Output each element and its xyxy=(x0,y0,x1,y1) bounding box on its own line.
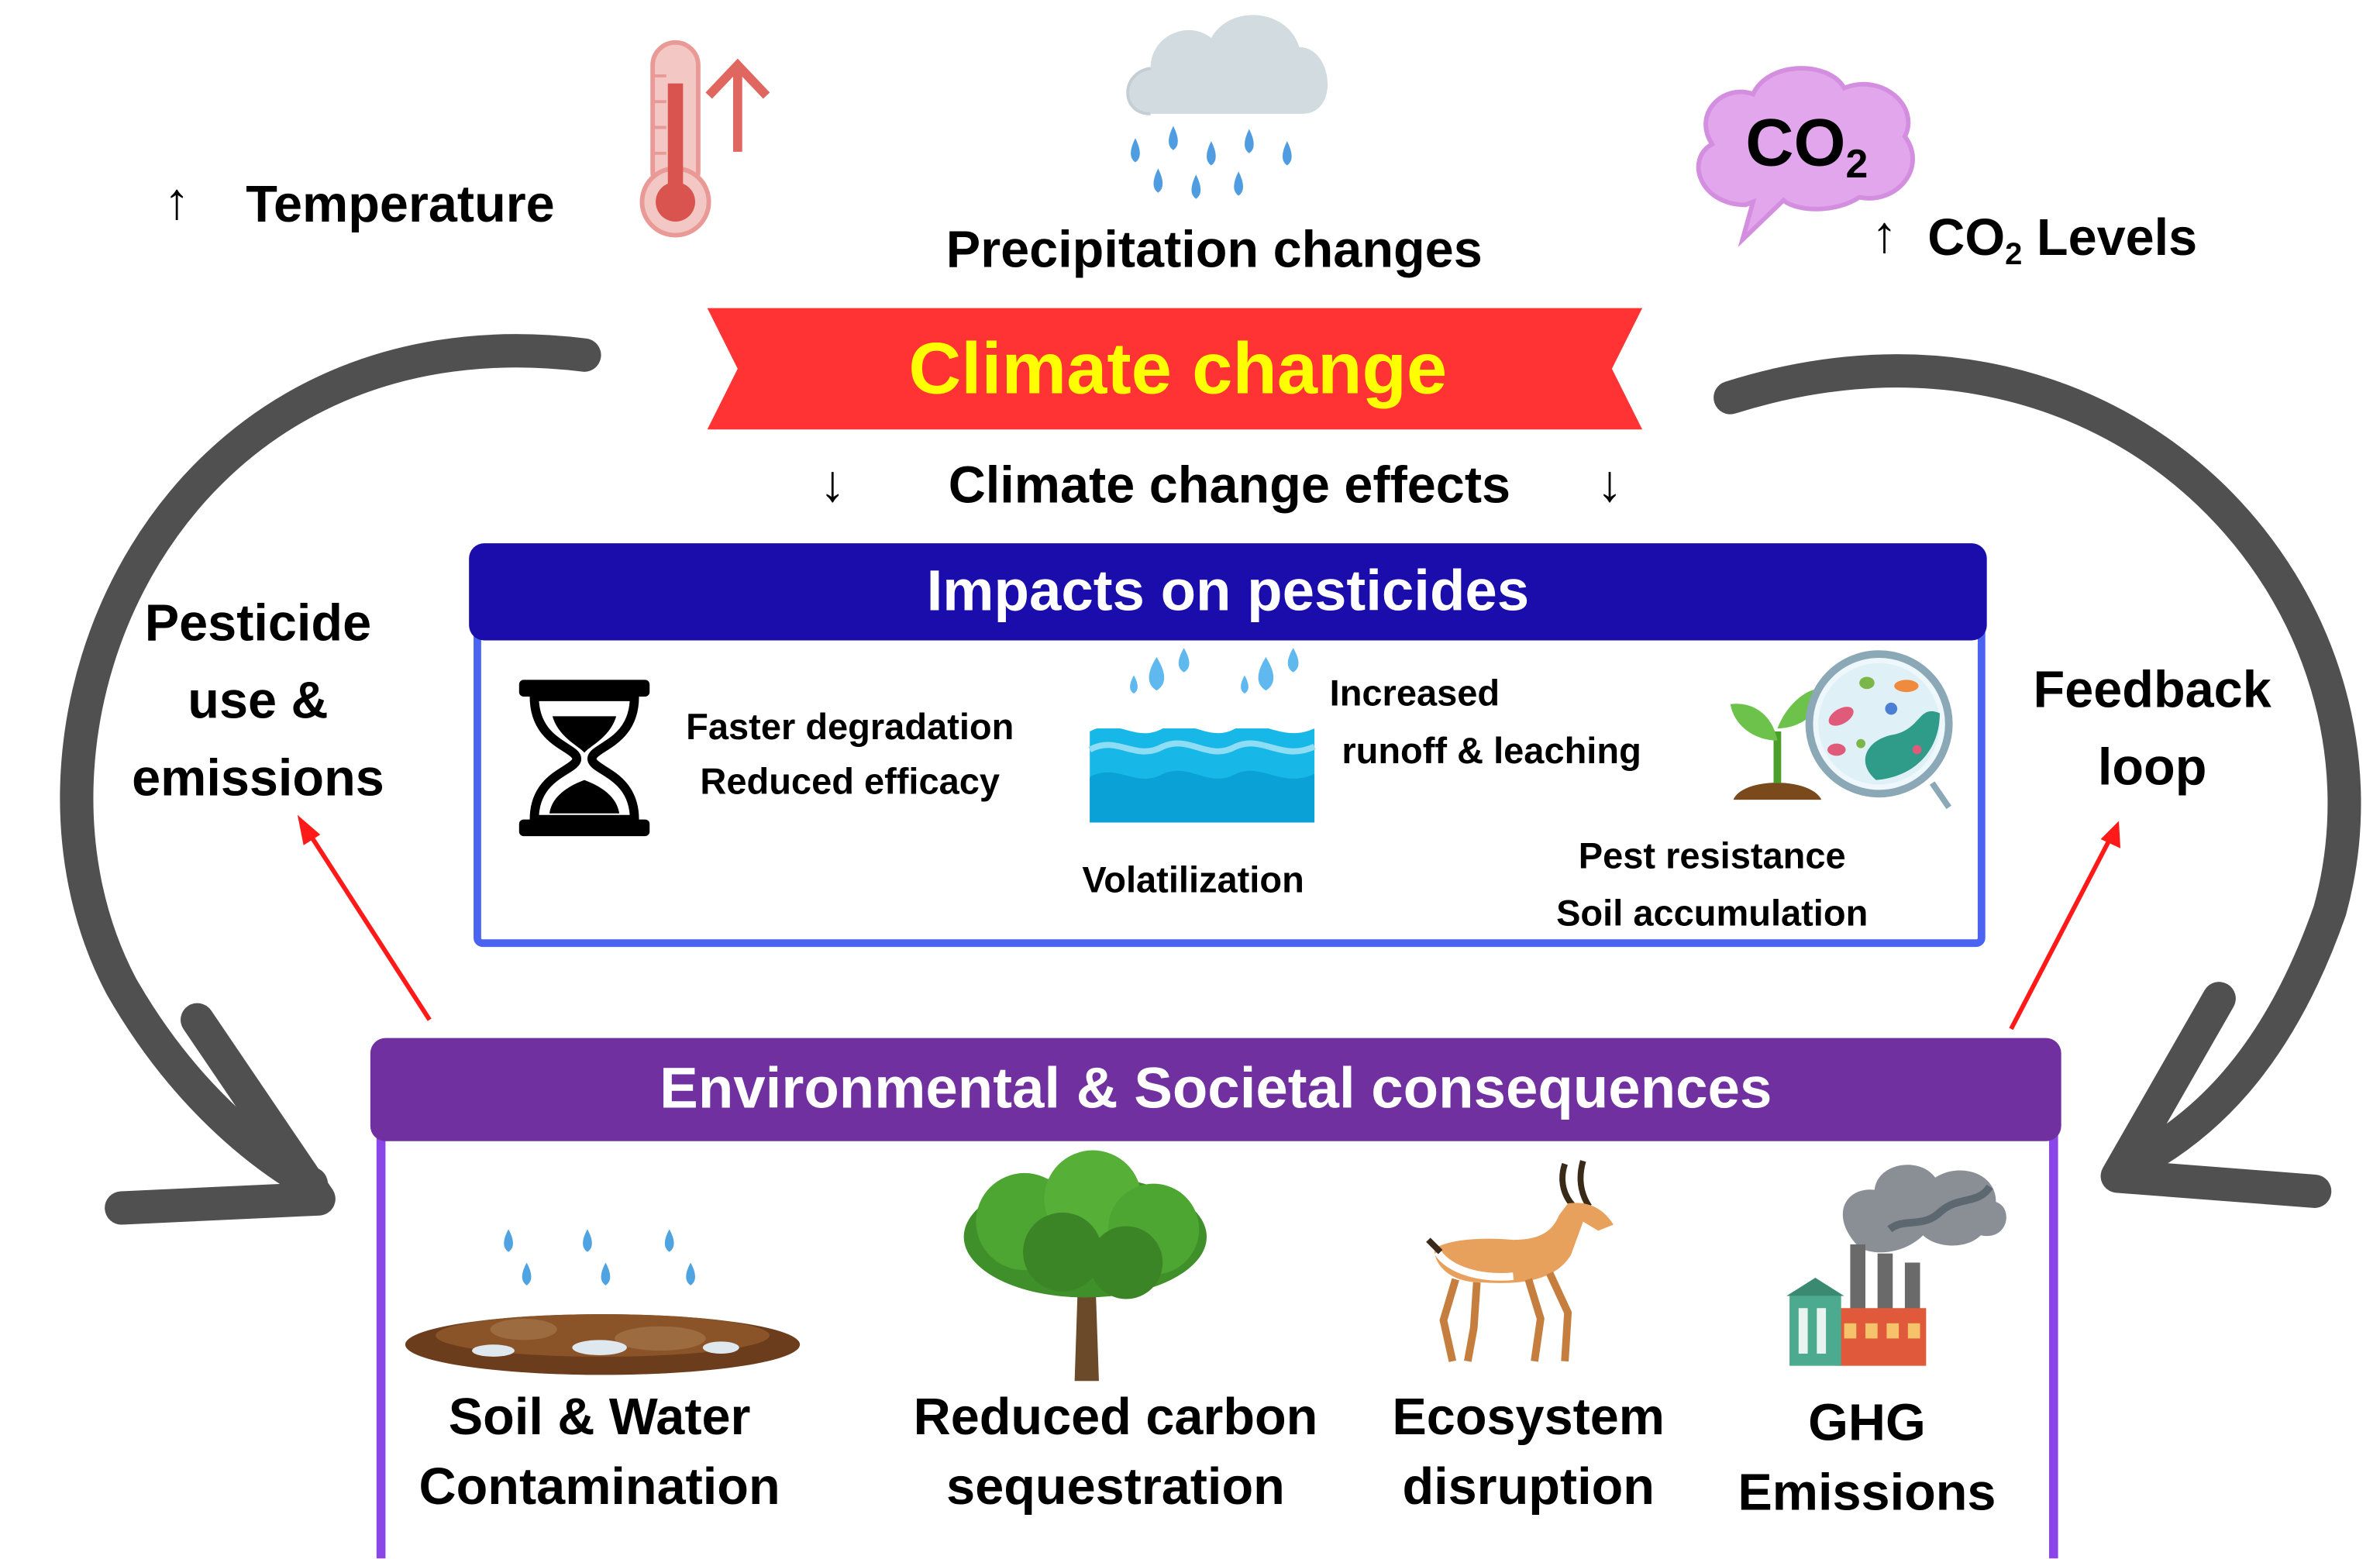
co2-arrow: ↑ xyxy=(1871,206,1898,264)
co2-label-sub: 2 xyxy=(2005,238,2023,272)
co2-cloud-main: CO xyxy=(1745,106,1846,181)
runoff-line1: Increased xyxy=(1329,673,1500,715)
consequence-4-line1: GHG xyxy=(1808,1394,1926,1453)
consequence-2-line2: sequestration xyxy=(946,1458,1285,1516)
degradation-text: Faster degradation Reduced efficacy xyxy=(668,701,1032,810)
consequences-title: Environmental & Societal consequences xyxy=(660,1057,1772,1121)
consequence-3-text: Ecosystem disruption xyxy=(1359,1382,1699,1522)
consequence-3-line2: disruption xyxy=(1402,1458,1655,1516)
impacts-header: Impacts on pesticides xyxy=(469,543,1987,641)
antelope-icon xyxy=(1426,1160,1614,1362)
side-right-line1: Feedback xyxy=(2033,661,2272,720)
temperature-label: Temperature xyxy=(246,176,555,234)
consequence-1-line2: Contamination xyxy=(418,1458,780,1516)
resistance-line1: Pest resistance xyxy=(1578,836,1846,878)
thermometer-icon xyxy=(639,40,770,238)
co2-label-rest: Levels xyxy=(2022,209,2198,267)
consequence-2-text: Reduced carbon sequestration xyxy=(903,1382,1328,1522)
impacts-title: Impacts on pesticides xyxy=(926,559,1530,623)
co2-cloud-text: CO2 xyxy=(1745,106,1868,187)
soil-rain-icon xyxy=(405,1229,801,1375)
runoff-text: Increased runoff & leaching xyxy=(1330,666,1641,782)
side-left-line3: emissions xyxy=(132,749,384,807)
banner-title: Climate change xyxy=(908,329,1448,409)
consequence-4-line2: Emissions xyxy=(1738,1464,1996,1523)
effects-arrow-right: ↓ xyxy=(1596,455,1623,513)
degradation-line2: Reduced efficacy xyxy=(700,762,1001,804)
side-label-left: Pesticide use & emissions xyxy=(106,586,410,818)
co2-cloud-icon xyxy=(1696,66,1915,248)
temperature-arrow: ↑ xyxy=(164,173,190,231)
water-waves-icon xyxy=(1088,716,1316,823)
tree-icon xyxy=(963,1150,1207,1382)
consequence-2-line1: Reduced carbon xyxy=(913,1389,1318,1447)
precipitation-label: Precipitation changes xyxy=(945,221,1483,280)
runoff-line2: runoff & leaching xyxy=(1342,731,1641,773)
resistance-line2: Soil accumulation xyxy=(1556,893,1869,935)
effects-arrow-left: ↓ xyxy=(819,455,846,513)
consequence-1-line1: Soil & Water xyxy=(448,1389,751,1447)
rain-cloud-icon xyxy=(1126,15,1328,199)
volatilization-label: Volatilization xyxy=(1082,860,1304,902)
side-left-line1: Pesticide xyxy=(144,594,372,653)
side-label-right: Feedback loop xyxy=(2000,652,2304,807)
water-drops-icon xyxy=(1130,648,1299,694)
climate-change-banner xyxy=(707,308,1643,430)
side-right-line2: loop xyxy=(2097,738,2207,797)
factory-icon xyxy=(1786,1165,2006,1366)
co2-label-main: CO xyxy=(1927,209,2006,267)
co2-cloud-sub: 2 xyxy=(1845,140,1869,187)
hourglass-icon xyxy=(518,680,650,837)
consequence-1-text: Soil & Water Contamination xyxy=(402,1382,797,1522)
seedling-microbes-icon xyxy=(1730,650,1953,810)
consequences-header: Environmental & Societal consequences xyxy=(370,1038,2061,1141)
effects-label: Climate change effects xyxy=(948,456,1511,515)
side-left-line2: use & xyxy=(188,672,329,731)
co2-label: CO2 Levels xyxy=(1927,209,2198,272)
consequence-3-line1: Ecosystem xyxy=(1392,1389,1665,1447)
degradation-line1: Faster degradation xyxy=(686,707,1014,749)
resistance-text: Pest resistance Soil accumulation xyxy=(1518,828,1906,944)
consequence-4-text: GHG Emissions xyxy=(1715,1389,2019,1528)
